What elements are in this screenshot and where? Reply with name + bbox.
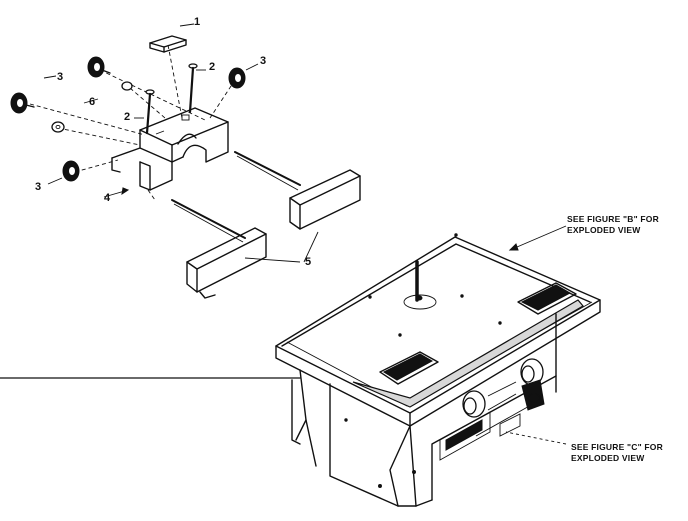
caster-wheel-top-right [228,63,259,89]
note-leaders [505,225,567,445]
caster-wheel-bottom-left [47,160,80,185]
part-5-leader [244,231,319,263]
note-figure-c-line2: EXPLODED VIEW [571,453,645,463]
callout-3-bottom-left: 3 [35,181,42,193]
note-figure-c: SEE FIGURE "C" FOR EXPLODED VIEW [571,442,663,464]
note-figure-b-line1: SEE FIGURE "B" FOR [567,214,659,224]
caster-wheel-left [10,92,35,114]
part-6-washer [43,75,133,133]
assembly-guide-lines [29,44,236,201]
note-figure-b: SEE FIGURE "B" FOR EXPLODED VIEW [567,214,659,236]
callout-1: 1 [194,16,201,28]
callout-6: 6 [89,96,96,108]
part-5-board-lower [186,227,267,299]
part-2-screw-left [134,89,155,135]
callout-2-right: 2 [209,61,216,73]
router-table [275,233,601,507]
caster-bracket [103,107,229,198]
callout-4: 4 [104,192,111,204]
callout-3-top-left: 3 [57,71,64,83]
note-figure-c-line1: SEE FIGURE "C" FOR [571,442,663,452]
part-1-cap [149,23,195,53]
note-figure-b-line2: EXPLODED VIEW [567,225,641,235]
caster-wheel-top-left [87,56,111,78]
callout-3-top-right: 3 [260,55,267,67]
part-2-screw-right [188,63,206,114]
part-5-board-upper [289,169,361,230]
callout-5: 5 [305,256,312,268]
callout-2-left: 2 [124,111,131,123]
connecting-rods [171,151,301,243]
